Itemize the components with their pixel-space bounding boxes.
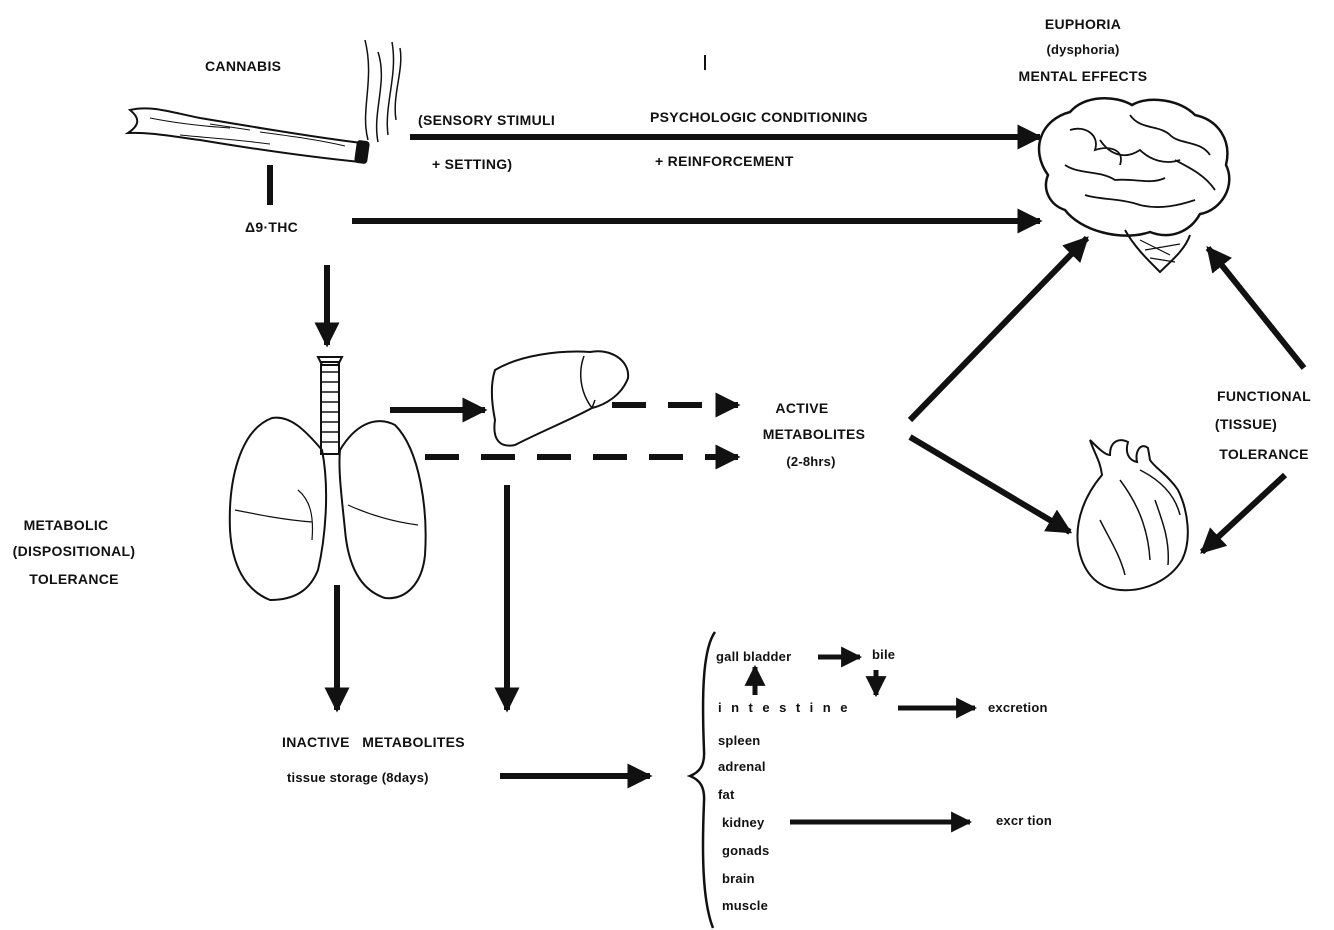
dispositional-label: (DISPOSITIONAL) [13,543,136,559]
brain-icon [1039,98,1229,272]
sensory-stimuli-label: (SENSORY STIMULI [418,112,555,128]
tissue-storage-label: tissue storage (8days) [287,770,429,785]
kidney-label: kidney [722,815,764,830]
active-label: ACTIVE [775,400,828,416]
fat-label: fat [718,787,735,802]
reinforcement-label: + REINFORCEMENT [655,153,794,169]
arrows [270,137,1304,822]
thc-label: Δ9·THC [245,219,298,235]
functional-tolerance-label: TOLERANCE [1219,446,1309,462]
inactive-metabolites-label: INACTIVE METABOLITES [282,734,465,750]
bile-label: bile [872,647,895,662]
metabolic-tolerance-label: TOLERANCE [29,571,119,587]
organ-list-brace [690,632,715,928]
setting-label: + SETTING) [432,156,512,172]
liver-icon [492,351,628,445]
active-metabolites-label: METABOLITES [763,426,866,442]
functional-label: FUNCTIONAL [1217,388,1311,404]
lungs-icon [230,357,426,600]
cannabis-label: CANNABIS [205,58,281,74]
euphoria-label: EUPHORIA [1045,16,1121,32]
adrenal-label: adrenal [718,759,766,774]
brain-label: brain [722,871,755,886]
dysphoria-label: (dysphoria) [1047,42,1120,57]
excretion-kidney-label: excr tion [996,813,1052,828]
spleen-label: spleen [718,733,760,748]
excretion-intestine-label: excretion [988,700,1048,715]
muscle-label: muscle [722,898,768,913]
mental-effects-label: MENTAL EFFECTS [1019,68,1148,84]
heart-icon [1077,440,1187,590]
intestine-label: intestine [718,700,857,715]
psychologic-conditioning-label: PSYCHOLOGIC CONDITIONING [650,109,868,125]
metabolic-label: METABOLIC [24,517,109,533]
active-duration-label: (2-8hrs) [786,454,835,469]
tissue-label: (TISSUE) [1215,416,1277,432]
gall-bladder-label: gall bladder [716,649,791,664]
gonads-label: gonads [722,843,769,858]
